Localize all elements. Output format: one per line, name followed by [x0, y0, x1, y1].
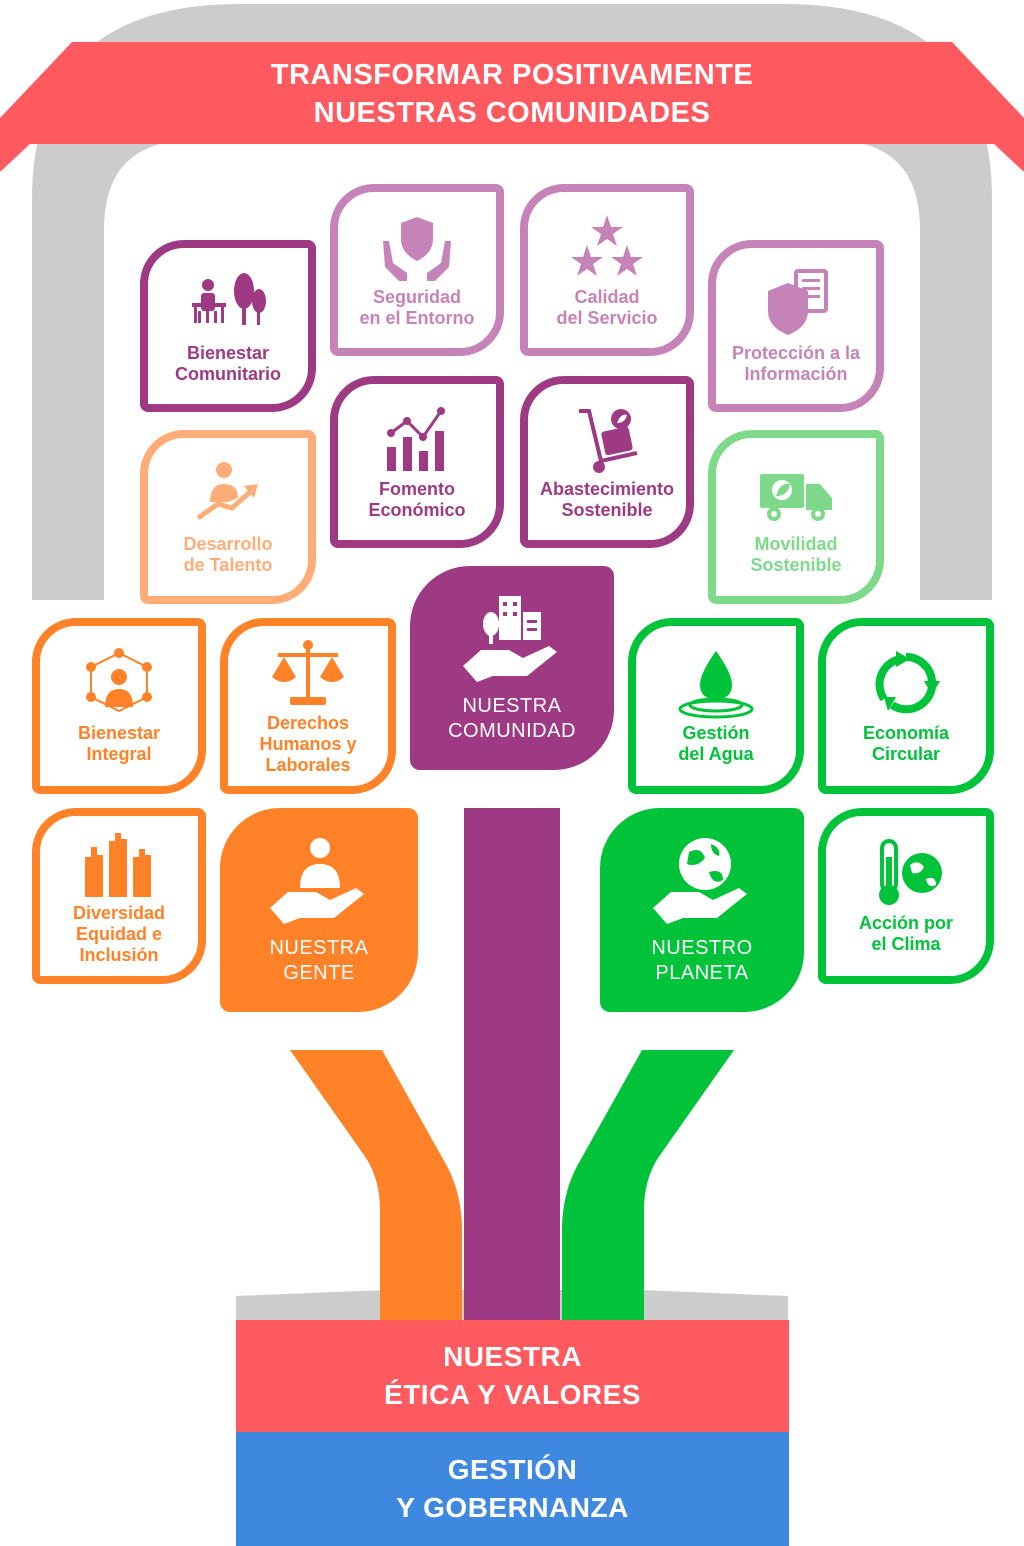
hand-buildings-icon	[463, 596, 557, 682]
raised-hands-icon	[85, 832, 151, 897]
person-growth-icon	[196, 462, 258, 521]
trunk	[464, 808, 560, 1322]
thermometer-earth-icon	[879, 839, 942, 905]
hand-truck-icon	[579, 409, 638, 473]
root-orange	[290, 1050, 462, 1322]
park-bench-icon	[192, 273, 266, 325]
truck-leaf-icon	[760, 474, 832, 521]
bar-chart-icon	[387, 407, 445, 471]
scales-icon	[272, 639, 344, 705]
hand-person-icon	[270, 838, 364, 924]
shield-hands-icon	[383, 217, 451, 281]
root-green	[562, 1050, 734, 1322]
water-drop-icon	[678, 651, 754, 719]
hand-globe-icon	[653, 838, 747, 924]
recycle-arrows-icon	[875, 651, 940, 714]
network-person-icon	[86, 648, 152, 713]
roof-banner	[0, 42, 1024, 172]
base-gestion-gobernanza: GESTIÓN Y GOBERNANZA	[236, 1432, 789, 1546]
roof-title: TRANSFORMAR POSITIVAMENTE NUESTRAS COMUN…	[270, 59, 754, 129]
base-etica-valores: NUESTRA ÉTICA Y VALORES	[236, 1320, 789, 1432]
stars-icon	[571, 215, 643, 276]
shield-document-icon	[768, 269, 828, 335]
